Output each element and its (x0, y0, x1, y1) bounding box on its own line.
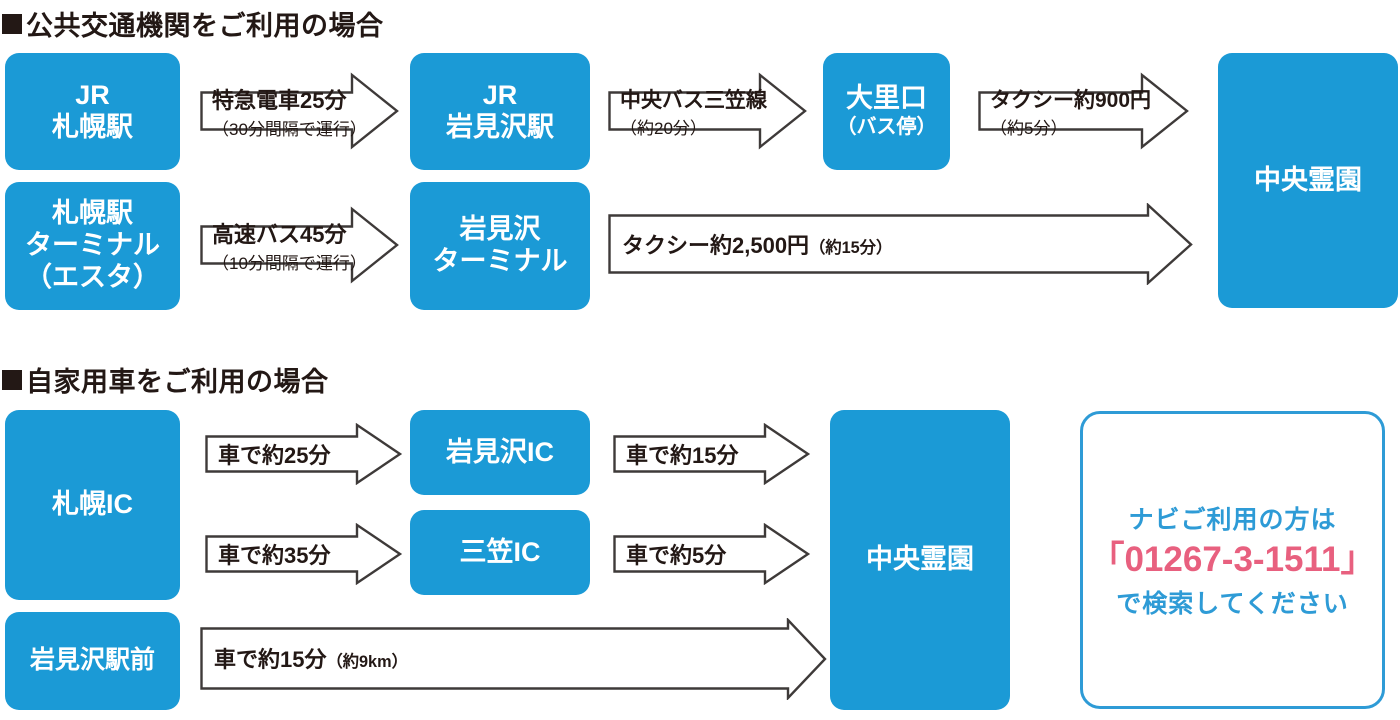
arrow-highway-bus-text: 高速バス45分 （10分間隔で運行） (212, 222, 367, 273)
arrow-taxi-900: タクシー約900円 （約5分） (978, 72, 1190, 150)
node-mikasa-ic-label: 三笠IC (459, 536, 541, 567)
arrow-car-25: 車で約25分 (205, 423, 403, 485)
arrow-taxi-900-line2: （約5分） (990, 118, 1068, 138)
arrow-chuo-bus-line2: （約20分） (620, 118, 707, 138)
arrow-car-35: 車で約35分 (205, 523, 403, 585)
node-oosatoguchi-label: 大里口 (846, 83, 927, 114)
arrow-car-15-long-shape (200, 618, 827, 700)
heading-square-marker (2, 13, 22, 34)
node-jr-sapporo-label: JR 札幌駅 (52, 79, 133, 142)
node-iwamizawa-terminal-label: 岩見沢 ターミナル (432, 214, 568, 276)
node-iwamizawa-ic[interactable]: 岩見沢IC (410, 410, 590, 495)
arrow-car-5-shape (613, 523, 811, 585)
arrow-taxi-2500-shape (608, 203, 1193, 285)
arrow-car-35-line1: 車で約35分 (218, 543, 331, 568)
arrow-car-5-line1: 車で約5分 (626, 543, 727, 568)
node-mikasa-ic[interactable]: 三笠IC (410, 510, 590, 595)
arrow-limited-express-shape (200, 72, 399, 150)
arrow-car-15-top: 車で約15分 (613, 423, 811, 485)
node-sapporo-terminal[interactable]: 札幌駅 ターミナル （エスタ） (5, 182, 180, 310)
arrow-car-15-long: 車で約15分（約9km） (200, 618, 828, 700)
arrow-limited-express-line2: （30分間隔で運行） (212, 119, 367, 139)
arrow-car-15-long-text: 車で約15分（約9km） (214, 628, 774, 688)
arrow-taxi-2500: タクシー約2,500円（約15分） (608, 203, 1194, 285)
section-heading-private-car: 自家用車をご利用の場合 (2, 360, 329, 399)
arrow-taxi-2500-text: タクシー約2,500円（約15分） (622, 215, 1142, 273)
node-chuo-reien-transit[interactable]: 中央霊園 (1218, 53, 1398, 308)
node-sapporo-ic-label: 札幌IC (52, 489, 133, 520)
arrow-car-15-top-line1: 車で約15分 (626, 443, 739, 468)
section-heading-label-car: 自家用車をご利用の場合 (26, 367, 329, 397)
navi-instruction-line3: で検索してください (1116, 590, 1349, 619)
node-oosatoguchi-sublabel: （バス停） (836, 116, 937, 139)
node-iwamizawa-ic-label: 岩見沢IC (446, 436, 554, 467)
arrow-car-35-shape (205, 523, 403, 585)
navi-search-box: ナビご利用の方は 「01267-3-1511」 で検索してください (1080, 411, 1385, 709)
arrow-limited-express: 特急電車25分 （30分間隔で運行） (200, 72, 400, 150)
arrow-highway-bus-line1: 高速バス45分 (212, 221, 347, 247)
arrow-car-25-text: 車で約25分 (218, 436, 358, 472)
arrow-car-15-top-text: 車で約15分 (626, 436, 766, 472)
node-sapporo-ic[interactable]: 札幌IC (5, 410, 180, 600)
arrow-car-15-long-small: （約9km） (326, 653, 408, 671)
arrow-highway-bus-line2: （10分間隔で運行） (212, 253, 367, 273)
navi-instruction-line1: ナビご利用の方は (1128, 505, 1337, 534)
node-chuo-reien-transit-label: 中央霊園 (1254, 164, 1362, 195)
arrow-chuo-bus-shape (608, 72, 807, 150)
arrow-car-25-shape (205, 423, 403, 485)
arrow-limited-express-text: 特急電車25分 （30分間隔で運行） (212, 88, 367, 139)
arrow-taxi-2500-small: （約15分） (809, 239, 893, 257)
arrow-car-5-text: 車で約5分 (626, 536, 766, 572)
arrow-chuo-bus-text: 中央バス三笠線 （約20分） (620, 89, 767, 138)
arrow-car-25-line1: 車で約25分 (218, 443, 331, 468)
node-jr-iwamizawa[interactable]: JR 岩見沢駅 (410, 53, 590, 170)
node-iwamizawa-terminal[interactable]: 岩見沢 ターミナル (410, 182, 590, 310)
navi-phone-number[interactable]: 「01267-3-1511」 (1089, 539, 1376, 579)
arrow-car-15-long-label: 車で約15分（約9km） (214, 642, 774, 674)
node-sapporo-terminal-label: 札幌駅 ターミナル （エスタ） (25, 198, 160, 292)
node-chuo-reien-car-label: 中央霊園 (866, 544, 974, 575)
node-iwamizawa-ekimae-label: 岩見沢駅前 (29, 646, 155, 675)
arrow-taxi-2500-label: タクシー約2,500円（約15分） (622, 228, 1142, 260)
node-oosatoguchi[interactable]: 大里口 （バス停） (823, 53, 950, 170)
node-jr-iwamizawa-label: JR 岩見沢駅 (446, 79, 554, 142)
arrow-taxi-900-text: タクシー約900円 （約5分） (990, 89, 1151, 138)
arrow-car-5: 車で約5分 (613, 523, 811, 585)
arrow-chuo-bus: 中央バス三笠線 （約20分） (608, 72, 808, 150)
heading-square-marker-car (2, 369, 22, 390)
arrow-car-15-long-main: 車で約15分 (214, 647, 327, 672)
node-jr-sapporo[interactable]: JR 札幌駅 (5, 53, 180, 170)
arrow-limited-express-line1: 特急電車25分 (212, 87, 347, 113)
node-iwamizawa-ekimae[interactable]: 岩見沢駅前 (5, 612, 180, 710)
arrow-taxi-900-shape (978, 72, 1189, 150)
arrow-highway-bus-shape (200, 206, 399, 284)
node-chuo-reien-car[interactable]: 中央霊園 (830, 410, 1010, 710)
arrow-taxi-2500-main: タクシー約2,500円 (622, 233, 810, 258)
arrow-car-35-text: 車で約35分 (218, 536, 358, 572)
section-heading-public-transport: 公共交通機関をご利用の場合 (2, 4, 384, 43)
arrow-car-15-top-shape (613, 423, 811, 485)
arrow-chuo-bus-line1: 中央バス三笠線 (620, 88, 767, 112)
section-heading-label: 公共交通機関をご利用の場合 (26, 11, 384, 41)
arrow-highway-bus: 高速バス45分 （10分間隔で運行） (200, 206, 400, 284)
arrow-taxi-900-line1: タクシー約900円 (990, 88, 1152, 112)
